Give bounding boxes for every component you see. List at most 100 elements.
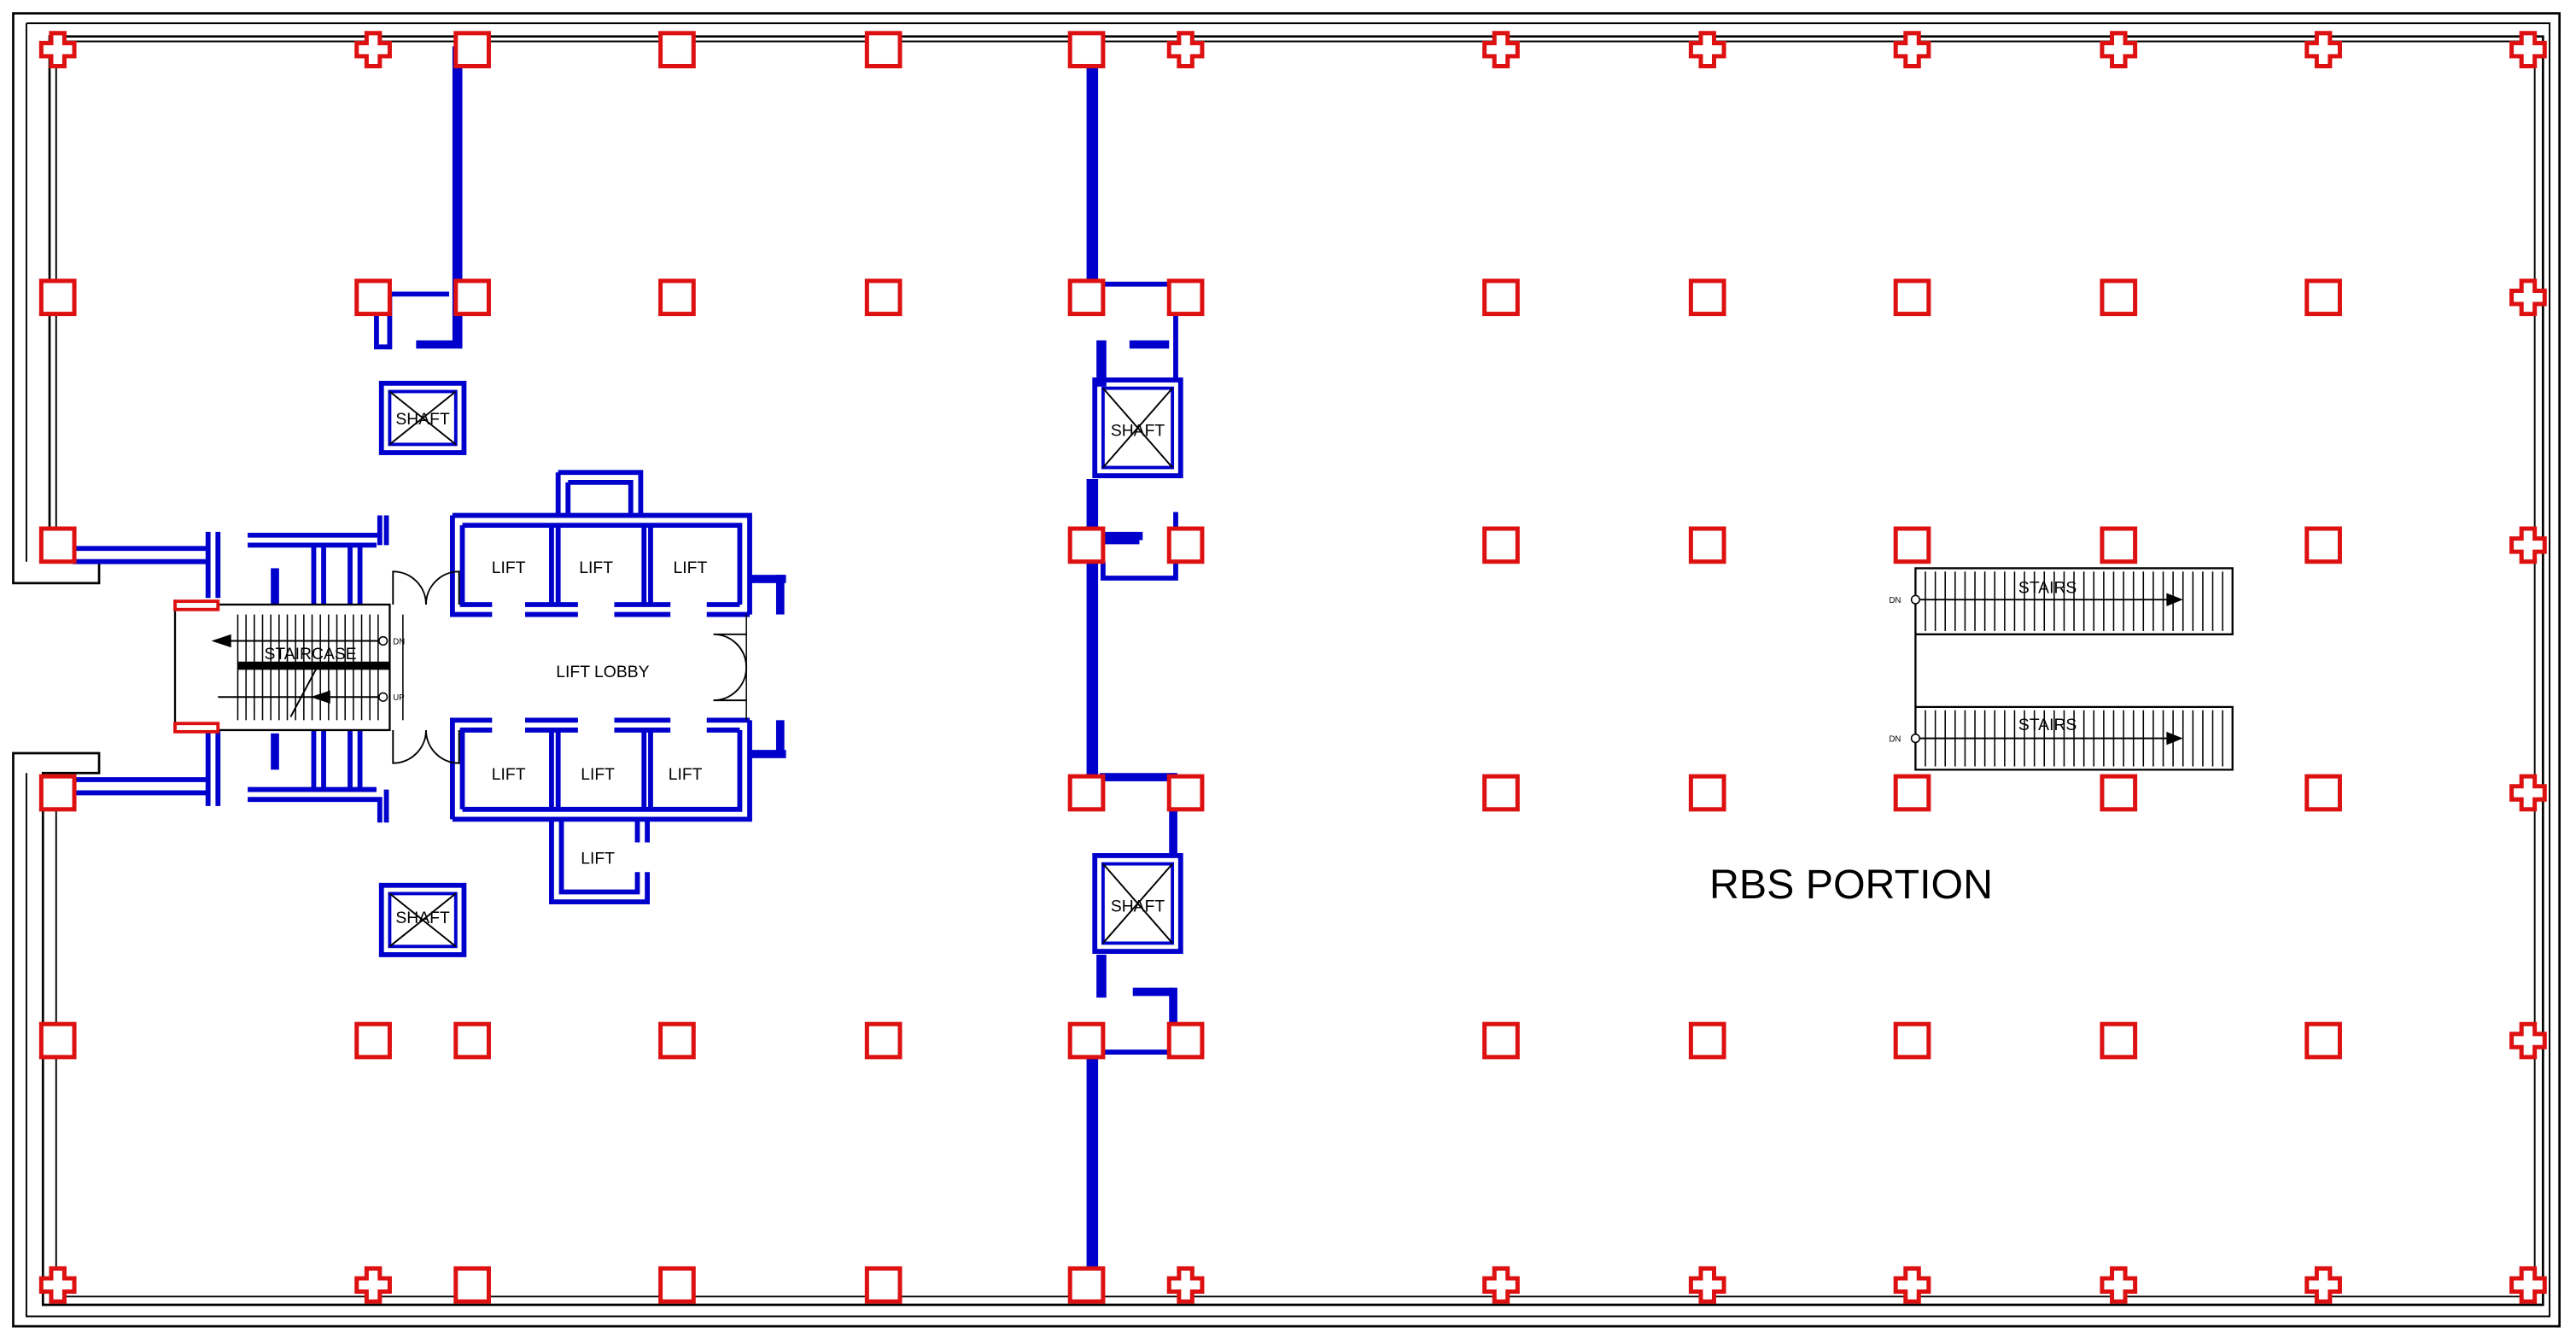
portion-title: RBS PORTION bbox=[1709, 862, 1993, 908]
partition-wall bbox=[1169, 773, 1177, 856]
column-cross-icon bbox=[1482, 1266, 1520, 1304]
column-square-icon bbox=[354, 278, 392, 317]
column-square-icon bbox=[38, 526, 77, 564]
lift-label: LIFT bbox=[581, 766, 615, 784]
column-square-icon bbox=[38, 774, 77, 812]
lift-label: LIFT bbox=[674, 559, 708, 577]
column-cross-icon bbox=[354, 31, 392, 69]
partition-wall bbox=[1086, 478, 1099, 793]
stairs-dn-label: DN bbox=[1889, 734, 1901, 744]
lift-label: LIFT bbox=[579, 559, 613, 577]
lift-label: LIFT bbox=[669, 766, 703, 784]
column-square-icon bbox=[2100, 278, 2138, 317]
column-square-icon bbox=[2100, 526, 2138, 564]
lift-label: LIFT bbox=[492, 766, 526, 784]
column-square-icon bbox=[2100, 774, 2138, 812]
column-square-icon bbox=[864, 1266, 902, 1304]
column-cross-icon bbox=[1688, 1266, 1726, 1304]
column-cross-icon bbox=[1893, 1266, 1931, 1304]
room-labels: LIFT LIFT LIFT LIFT LIFT LIFT LIFT LIFT … bbox=[265, 411, 2077, 927]
column-square-icon bbox=[864, 31, 902, 69]
column-cross-icon bbox=[2100, 31, 2138, 69]
partition-wall bbox=[452, 46, 463, 348]
column-square-icon bbox=[1067, 526, 1106, 564]
column-square-icon bbox=[1166, 526, 1205, 564]
column-square-icon bbox=[1893, 526, 1931, 564]
column-square-icon bbox=[1067, 31, 1106, 69]
stairs-right: DN DN bbox=[1889, 567, 2234, 771]
column-square-icon bbox=[453, 278, 491, 317]
partition-wall bbox=[1169, 987, 1177, 1041]
direction-arrow-icon bbox=[310, 690, 330, 705]
column-cross-icon bbox=[1893, 31, 1931, 69]
partition-wall bbox=[416, 340, 463, 349]
column-square-icon bbox=[1482, 526, 1520, 564]
column-cross-icon bbox=[2509, 1266, 2547, 1304]
column-square-icon bbox=[658, 1021, 696, 1060]
shaft-upper-left bbox=[378, 380, 467, 455]
partition-wall bbox=[1096, 340, 1107, 387]
door-swing-icon bbox=[713, 633, 748, 702]
column-square-icon bbox=[2100, 1021, 2138, 1060]
column-square-icon bbox=[453, 31, 491, 69]
partition-wall bbox=[1132, 987, 1173, 997]
column-square-icon bbox=[1067, 278, 1106, 317]
column-square-icon bbox=[1482, 774, 1520, 812]
shaft-label: SHAFT bbox=[395, 909, 450, 927]
column-cross-icon bbox=[1688, 31, 1726, 69]
column-cross-icon bbox=[2304, 1266, 2342, 1304]
column-square-icon bbox=[1893, 1021, 1931, 1060]
column-square-icon bbox=[2304, 526, 2342, 564]
column-square-icon bbox=[38, 278, 77, 317]
stairs-dn-label: DN bbox=[1889, 596, 1901, 605]
building-outline bbox=[12, 12, 2561, 1328]
lift-label: LIFT bbox=[581, 851, 615, 868]
staircase-left: DN UP bbox=[173, 599, 405, 734]
column-square-icon bbox=[864, 278, 902, 317]
partition-wall bbox=[1086, 50, 1099, 298]
column-square-icon bbox=[864, 1021, 902, 1060]
column-square-icon bbox=[38, 1021, 77, 1060]
column-square-icon bbox=[658, 1266, 696, 1304]
column-square-icon bbox=[453, 1266, 491, 1304]
column-square-icon bbox=[658, 278, 696, 317]
column-square-icon bbox=[1166, 1021, 1205, 1060]
column-square-icon bbox=[1688, 774, 1726, 812]
partition-wall bbox=[1100, 773, 1176, 781]
column-square-icon bbox=[354, 1021, 392, 1060]
column-square-icon bbox=[658, 31, 696, 69]
blue-walls bbox=[73, 46, 1178, 1289]
stair-dn-label: DN bbox=[393, 637, 405, 646]
column-square-icon bbox=[453, 1021, 491, 1060]
column-square-icon bbox=[1067, 1266, 1106, 1304]
shafts bbox=[378, 377, 1183, 957]
column-cross-icon bbox=[1166, 31, 1205, 69]
column-square-icon bbox=[2304, 278, 2342, 317]
partition-wall bbox=[1096, 954, 1107, 998]
column-square-icon bbox=[1482, 278, 1520, 317]
column-square-icon bbox=[1893, 774, 1931, 812]
shaft-lower-middle bbox=[1092, 853, 1183, 955]
column-cross-icon bbox=[38, 1266, 77, 1304]
column-square-icon bbox=[1482, 1021, 1520, 1060]
partition-wall bbox=[271, 568, 279, 605]
column-cross-icon bbox=[2509, 31, 2547, 69]
partition-wall bbox=[1086, 1040, 1099, 1289]
column-square-icon bbox=[1166, 278, 1205, 317]
column-square-icon bbox=[1067, 1021, 1106, 1060]
direction-arrow-icon bbox=[2166, 593, 2183, 606]
door-swing-icon bbox=[392, 729, 460, 764]
staircase-label: STAIRCASE bbox=[265, 646, 357, 664]
shaft-upper-middle bbox=[1092, 377, 1183, 479]
column-cross-icon bbox=[2304, 31, 2342, 69]
column-square-icon bbox=[1166, 774, 1205, 812]
column-cross-icon bbox=[2509, 774, 2547, 812]
column-cross-icon bbox=[2100, 1266, 2138, 1304]
stair-up-label: UP bbox=[393, 693, 404, 703]
column-cross-icon bbox=[1482, 31, 1520, 69]
column-square-icon bbox=[2304, 774, 2342, 812]
lift-lobby-label: LIFT LOBBY bbox=[556, 664, 649, 681]
column-square-icon bbox=[2304, 1021, 2342, 1060]
partition-wall bbox=[750, 750, 786, 758]
partition-wall bbox=[775, 575, 785, 615]
